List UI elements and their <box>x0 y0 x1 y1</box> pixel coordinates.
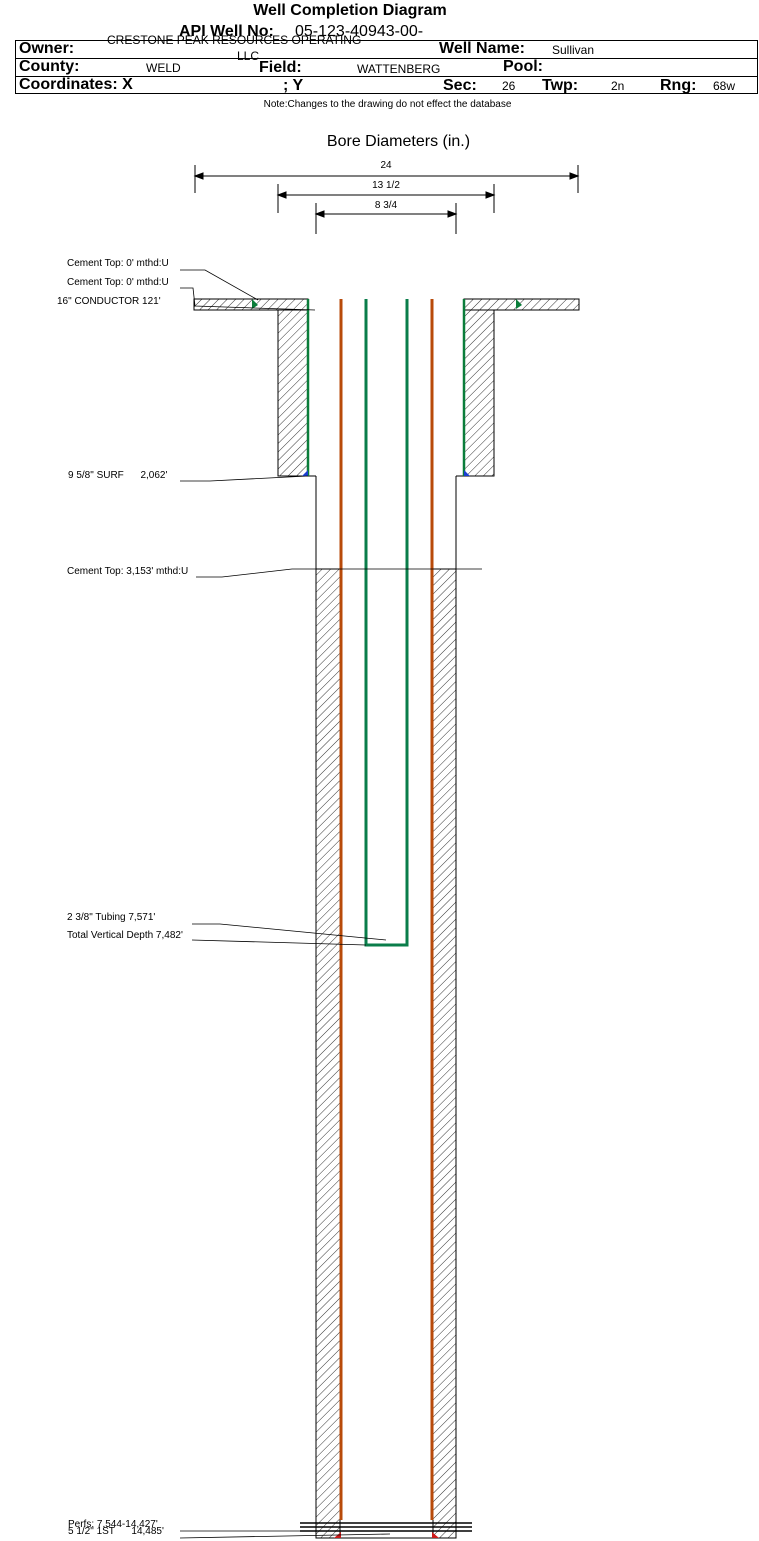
coords-y-label: ; Y <box>283 77 304 94</box>
cement-top-markers <box>252 299 522 1538</box>
annotation-tubing: 2 3/8" Tubing 7,571' <box>67 912 156 923</box>
database-note: Note:Changes to the drawing do not effec… <box>263 99 512 110</box>
bore-dim-8-3-4: 8 3/4 <box>374 200 398 211</box>
county-label: County: <box>19 58 80 75</box>
field-label: Field: <box>259 59 302 76</box>
annotation-cement-top-3: Cement Top: 3,153' mthd:U <box>67 566 189 577</box>
api-value: 05-123-40943-00- <box>295 23 424 40</box>
owner-value-2: LLC <box>237 49 260 63</box>
twp-value: 2n <box>611 79 625 93</box>
well-header: API Well No: 05-123-40943-00- Owner: CRE… <box>15 22 759 94</box>
bore-dim-13-1-2: 13 1/2 <box>372 180 400 191</box>
bore-diameters-title: Bore Diameters (in.) <box>326 133 471 150</box>
sec-label: Sec: <box>443 77 477 94</box>
pool-label: Pool: <box>503 58 543 75</box>
annotation-cement-top-2: Cement Top: 0' mthd:U <box>67 277 169 288</box>
county-value: WELD <box>146 61 181 75</box>
sec-value: 26 <box>502 79 516 93</box>
annotation-perfs: Perfs: 7,544-14,427' <box>68 1519 158 1530</box>
annotation-production-casing: 5 1/2" 1ST 14,485' <box>68 1526 164 1537</box>
rng-label: Rng: <box>660 77 697 94</box>
annotation-cement-top-1: Cement Top: 0' mthd:U <box>67 258 169 269</box>
annotation-surface-casing: 9 5/8" SURF 2,062' <box>68 470 168 481</box>
header-row-coords <box>15 76 758 94</box>
surface-casing <box>306 299 466 476</box>
tubing <box>364 299 409 947</box>
perforations <box>300 1522 472 1532</box>
annotation-conductor: 16" CONDUCTOR 121' <box>57 296 161 307</box>
annotation-leaders <box>179 269 482 1539</box>
annotation-tvd: Total Vertical Depth 7,482' <box>67 930 183 941</box>
field-value: WATTENBERG <box>357 62 441 76</box>
bore-dim-24: 24 <box>380 160 392 171</box>
dimension-lines <box>193 165 580 234</box>
surface-cement <box>277 309 495 477</box>
well-name-label: Well Name: <box>439 40 525 57</box>
api-label: API Well No: <box>179 23 274 40</box>
owner-label: Owner: <box>19 40 75 57</box>
diagram-title: Well Completion Diagram <box>253 2 447 19</box>
owner-value: CRESTONE PEAK RESOURCES OPERATING <box>107 33 362 47</box>
production-cement <box>315 568 457 1539</box>
coords-label: Coordinates: X <box>19 76 133 93</box>
well-name-value: Sullivan <box>552 43 595 57</box>
production-casing <box>339 299 434 1520</box>
twp-label: Twp: <box>542 77 579 94</box>
rng-value: 68w <box>713 79 736 93</box>
